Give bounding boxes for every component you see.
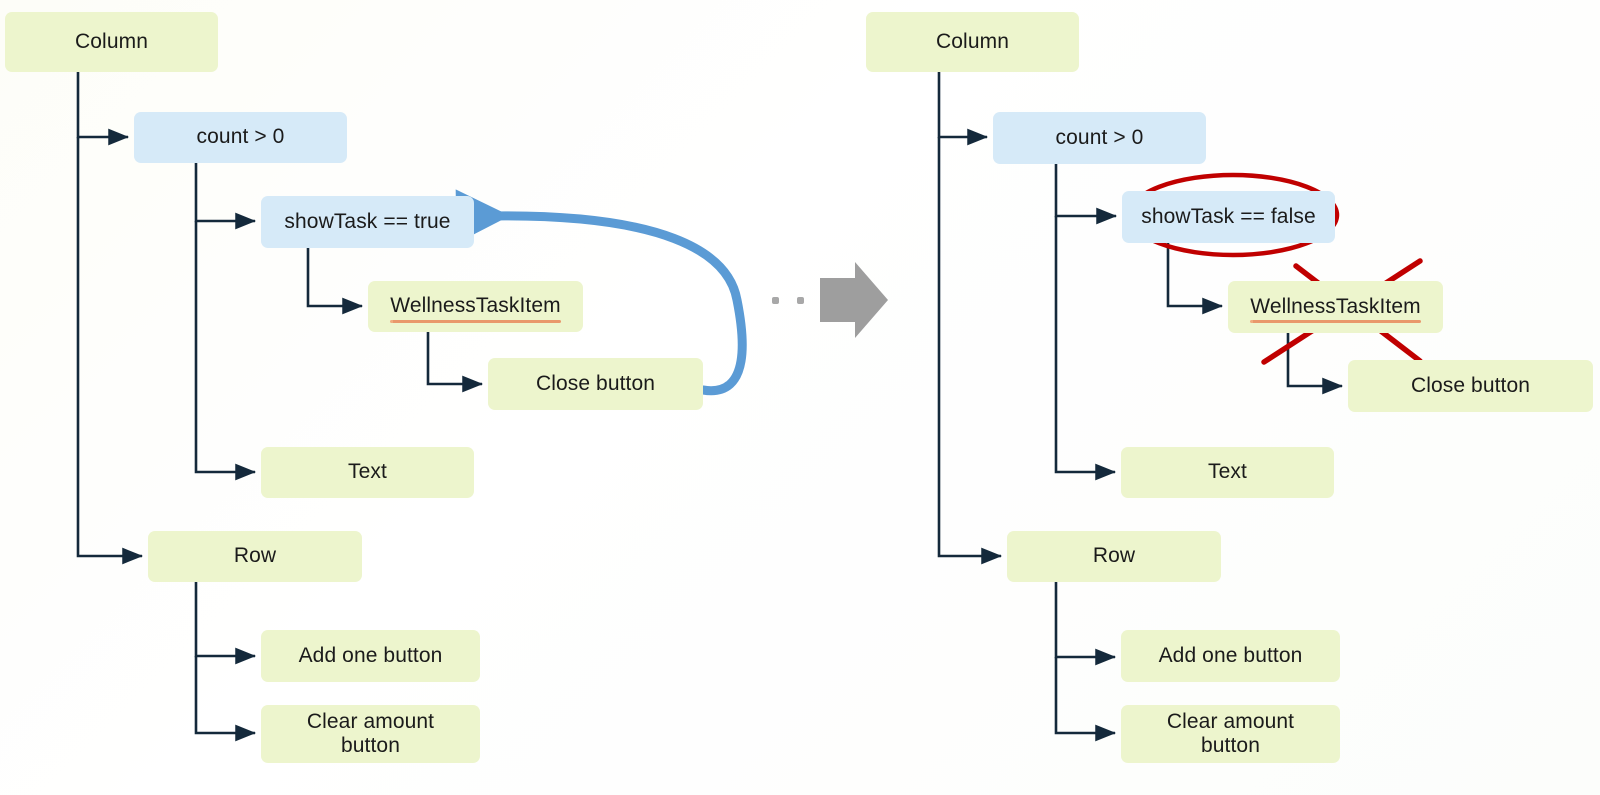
node-column-after[interactable]: Column bbox=[866, 12, 1079, 72]
node-label-spellchecked: WellnessTaskItem bbox=[1250, 294, 1422, 324]
node-count-before[interactable]: count > 0 bbox=[134, 112, 347, 163]
node-label: showTask == false bbox=[1141, 204, 1316, 228]
node-wellness-before[interactable]: WellnessTaskItem bbox=[368, 281, 583, 332]
node-label: Close button bbox=[1410, 373, 1531, 397]
node-close-before[interactable]: Close button bbox=[488, 358, 703, 410]
state-transition-arrow-icon bbox=[820, 262, 888, 338]
node-label: count > 0 bbox=[196, 125, 285, 149]
node-column-before[interactable]: Column bbox=[5, 12, 218, 72]
node-label: Clear amount button bbox=[1166, 709, 1295, 757]
node-label: Row bbox=[233, 544, 277, 568]
node-row-after[interactable]: Row bbox=[1007, 531, 1221, 582]
node-text-after[interactable]: Text bbox=[1121, 447, 1334, 498]
node-label: showTask == true bbox=[284, 209, 451, 233]
node-label-spellchecked: WellnessTaskItem bbox=[390, 294, 562, 323]
node-text-before[interactable]: Text bbox=[261, 447, 474, 498]
node-label: Close button bbox=[535, 371, 656, 395]
node-count-after[interactable]: count > 0 bbox=[993, 112, 1206, 164]
node-label: Add one button bbox=[298, 643, 443, 667]
node-label: Column bbox=[936, 29, 1009, 53]
node-row-before[interactable]: Row bbox=[148, 531, 362, 582]
node-addone-after[interactable]: Add one button bbox=[1121, 630, 1340, 682]
node-label: Text bbox=[1208, 460, 1247, 484]
node-showtask-true[interactable]: showTask == true bbox=[261, 196, 474, 248]
node-label: Column bbox=[75, 29, 148, 53]
node-clear-after[interactable]: Clear amount button bbox=[1121, 705, 1340, 763]
node-showtask-false[interactable]: showTask == false bbox=[1122, 191, 1335, 243]
node-close-after[interactable]: Close button bbox=[1348, 360, 1593, 412]
node-label: Clear amount button bbox=[306, 709, 435, 757]
node-label: Text bbox=[348, 460, 387, 484]
node-label: Row bbox=[1092, 544, 1136, 568]
transition-dot-1 bbox=[772, 297, 779, 304]
node-addone-before[interactable]: Add one button bbox=[261, 630, 480, 682]
transition-dot-2 bbox=[797, 297, 804, 304]
node-wellness-after[interactable]: WellnessTaskItem bbox=[1228, 281, 1443, 333]
node-clear-before[interactable]: Clear amount button bbox=[261, 705, 480, 763]
node-label: Add one button bbox=[1158, 643, 1303, 667]
node-label: count > 0 bbox=[1055, 125, 1144, 149]
